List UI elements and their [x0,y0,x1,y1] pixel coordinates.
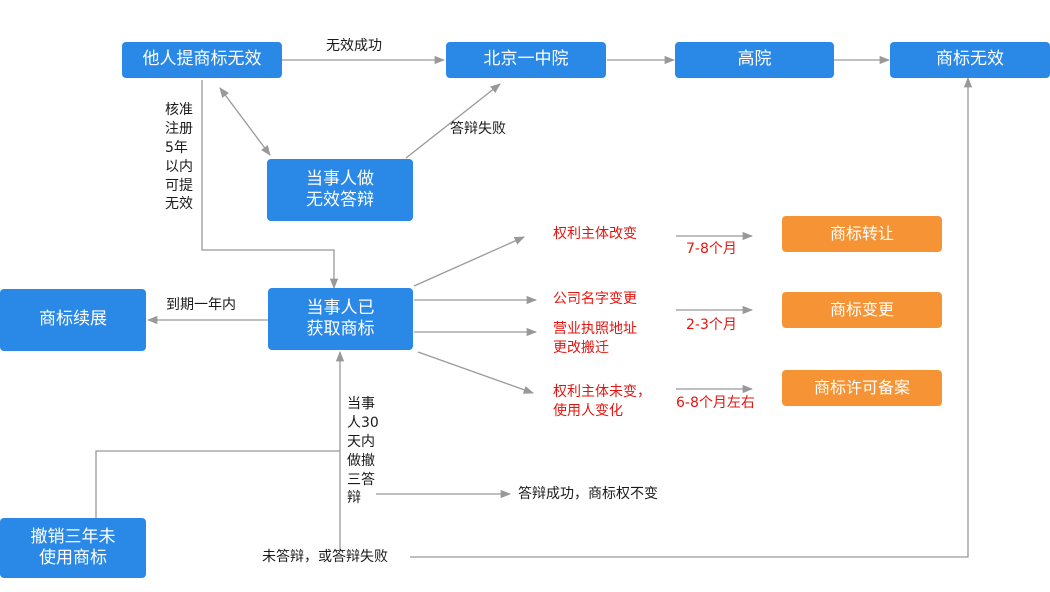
node-party-defense-label: 当事人做 无效答辩 [306,168,374,210]
node-cancel-unused-label: 撤销三年未 使用商标 [30,526,116,568]
node-beijing-court-label: 北京一中院 [483,49,569,70]
node-renewal-label: 商标续展 [39,309,107,330]
label-address-change: 营业执照地址 更改搬迁 [553,321,637,356]
node-license-record: 商标许可备案 [782,370,942,406]
label-registered-5y: 核准 注册 5年 以内 可提 无效 [165,102,193,213]
arrow-invalid-to-acquired [201,80,339,290]
label-expire-one-year: 到期一年内 [166,297,236,313]
node-beijing-court: 北京一中院 [446,42,606,78]
arrow-to-owner-change [413,236,525,287]
label-reply-30days: 当事 人30 天内 做撤 三答 辩 [347,396,379,507]
label-defense-fail: 答辩失败 [450,121,506,137]
node-invalid-request: 他人提商标无效 [122,42,282,78]
line-cancel-to-vertical [95,450,340,518]
node-transfer: 商标转让 [782,216,942,252]
arrow-to-owner-same [417,351,534,394]
label-defense-success: 答辩成功，商标权不变 [518,486,658,502]
node-change-label: 商标变更 [829,300,894,319]
label-owner-change: 权利主体改变 [553,226,637,242]
label-transfer-time: 7-8个月 [686,241,737,257]
node-party-acquired-label: 当事人已 获取商标 [306,297,375,339]
arrow-defense-to-court [405,83,501,159]
node-trademark-invalid: 商标无效 [890,42,1050,78]
node-high-court: 高院 [675,42,834,78]
node-license-record-label: 商标许可备案 [813,378,910,397]
label-owner-same-user-change: 权利主体未变， 使用人变化 [553,384,651,419]
label-change-time: 2-3个月 [686,317,737,333]
node-transfer-label: 商标转让 [829,224,894,243]
node-party-acquired: 当事人已 获取商标 [268,288,413,350]
label-company-rename: 公司名字变更 [553,291,637,307]
label-license-time: 6-8个月左右 [676,395,755,411]
arrow-invalid-defense [219,87,271,156]
node-invalid-request-label: 他人提商标无效 [142,49,262,70]
label-invalid-success: 无效成功 [326,38,382,54]
label-no-reply: 未答辩，或答辩失败 [262,549,388,565]
node-renewal: 商标续展 [0,289,146,351]
node-trademark-invalid-label: 商标无效 [936,49,1004,70]
arrow-noreply-to-invalid [410,76,973,558]
node-change: 商标变更 [782,292,942,328]
node-party-defense: 当事人做 无效答辩 [267,159,413,221]
node-cancel-unused: 撤销三年未 使用商标 [0,518,146,578]
node-high-court-label: 高院 [737,49,772,70]
